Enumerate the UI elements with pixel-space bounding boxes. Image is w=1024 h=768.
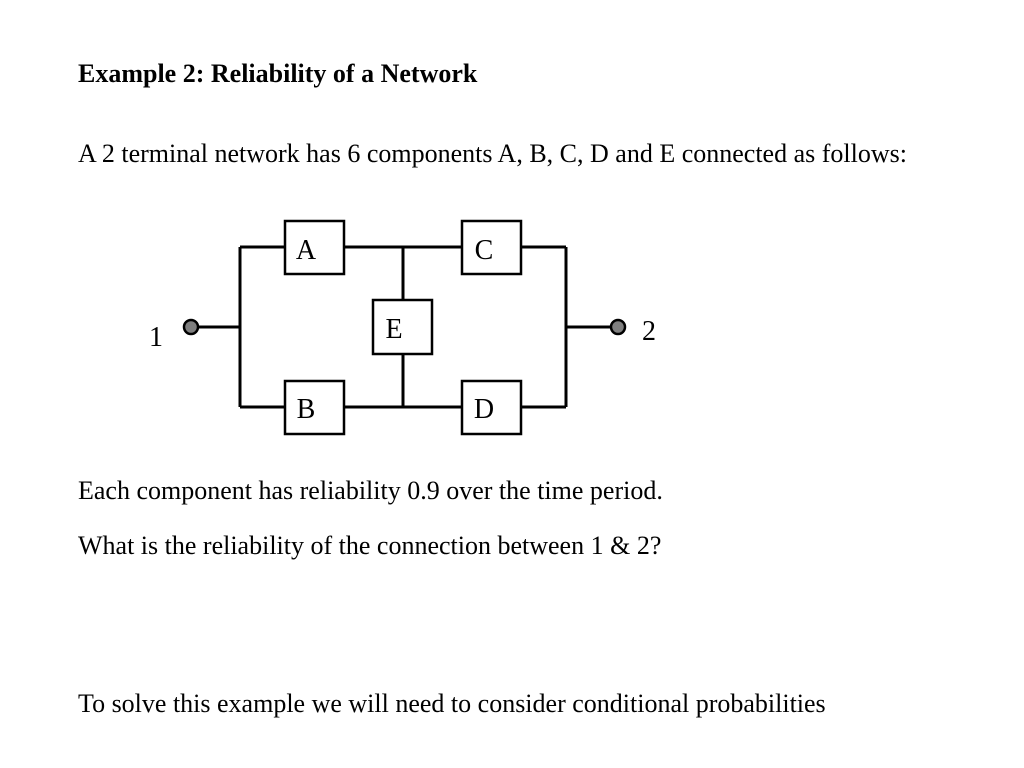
reliability-statement: Each component has reliability 0.9 over …	[78, 476, 663, 505]
component-c-label: C	[475, 235, 494, 266]
component-e-box	[371, 298, 434, 356]
terminal-1-label: 1	[149, 322, 163, 353]
question-text: What is the reliability of the connectio…	[78, 531, 662, 560]
slide-title: Example 2: Reliability of a Network	[78, 59, 478, 88]
terminal-2-node	[609, 318, 627, 336]
component-d-label: D	[474, 394, 494, 425]
network-wires	[197, 245, 612, 409]
component-a-label: A	[296, 235, 317, 266]
component-c-box	[460, 219, 523, 276]
component-a-box	[283, 219, 346, 276]
terminal-1-node	[182, 318, 200, 336]
component-e-label: E	[385, 314, 402, 345]
conclusion-text: To solve this example we will need to co…	[78, 689, 826, 718]
component-d-box	[460, 379, 523, 436]
component-b-label: B	[297, 394, 316, 425]
component-b-box	[283, 379, 346, 436]
terminal-2-label: 2	[642, 316, 656, 347]
intro-text: A 2 terminal network has 6 components A,…	[78, 139, 907, 168]
